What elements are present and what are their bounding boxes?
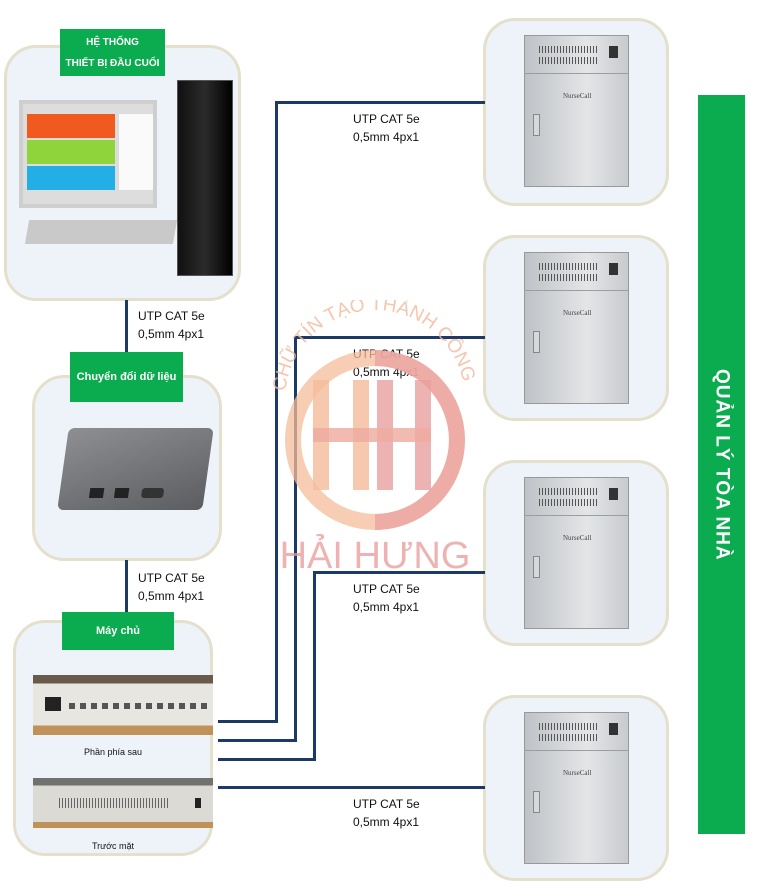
cable-label-1: UTP CAT 5e 0,5mm 4px1 — [138, 307, 205, 343]
server-front-photo — [33, 778, 213, 828]
wire-1-h2 — [275, 101, 485, 104]
cable-spec: 0,5mm 4px1 — [353, 130, 420, 144]
terminal-title-line1: HỆ THỐNG — [86, 36, 139, 48]
cabinet-box-3: NurseCall — [483, 460, 669, 646]
cabinet: NurseCall — [524, 477, 629, 629]
wire-terminal-converter — [125, 300, 128, 354]
cabinet: NurseCall — [524, 35, 629, 187]
wire-2-v — [294, 336, 297, 742]
wire-3-v — [313, 571, 316, 761]
cable-type: UTP CAT 5e — [353, 112, 420, 126]
cabinet-box-2: NurseCall — [483, 235, 669, 421]
cabinet-box-1: NurseCall — [483, 18, 669, 206]
wire-converter-server — [125, 560, 128, 613]
cabinet-brand: NurseCall — [563, 534, 592, 542]
cable-type: UTP CAT 5e — [138, 309, 205, 323]
cabinet-box-4: NurseCall — [483, 695, 669, 881]
cable-spec: 0,5mm 4px1 — [138, 589, 205, 603]
cabinet: NurseCall — [524, 252, 629, 404]
cable-spec: 0,5mm 4px1 — [353, 600, 420, 614]
terminal-title-line2: THIẾT BỊ ĐẦU CUỐI — [65, 57, 160, 69]
wire-2-h2 — [294, 336, 485, 339]
server-rear-photo — [33, 675, 213, 735]
cable-spec: 0,5mm 4px1 — [353, 815, 420, 829]
cable-type: UTP CAT 5e — [353, 797, 420, 811]
monitor — [19, 100, 157, 208]
pc-tower — [177, 80, 233, 276]
server-rear-caption: Phần phía sau — [83, 747, 143, 757]
cable-spec: 0,5mm 4px1 — [353, 365, 420, 379]
building-title: QUẢN LÝ TÒA NHÀ — [711, 368, 733, 561]
converter-box — [32, 375, 222, 561]
cabinet: NurseCall — [524, 712, 629, 864]
wire-1-h1 — [218, 720, 278, 723]
server-front-caption: Trước mặt — [91, 841, 135, 851]
watermark-logo: CHỮ TÍN TẠO THÀNH CÔNG HẢI HƯNG — [269, 300, 479, 577]
wire-3-h1 — [218, 758, 316, 761]
wire-2-h1 — [218, 739, 297, 742]
terminal-title: HỆ THỐNG THIẾT BỊ ĐẦU CUỐI — [60, 29, 165, 76]
cable-type: UTP CAT 5e — [138, 571, 205, 585]
cable-label-4: UTP CAT 5e 0,5mm 4px1 — [353, 345, 420, 381]
terminal-box — [4, 45, 241, 301]
server-box: Phần phía sau Trước mặt — [13, 620, 213, 856]
wire-3-h2 — [313, 571, 485, 574]
wire-1-v — [275, 101, 278, 723]
wire-4 — [218, 786, 485, 789]
keyboard — [24, 220, 178, 244]
cable-label-5: UTP CAT 5e 0,5mm 4px1 — [353, 580, 420, 616]
server-title: Máy chủ — [62, 612, 174, 650]
cable-spec: 0,5mm 4px1 — [138, 327, 205, 341]
cabinet-brand: NurseCall — [563, 92, 592, 100]
cable-label-3: UTP CAT 5e 0,5mm 4px1 — [353, 110, 420, 146]
cable-label-6: UTP CAT 5e 0,5mm 4px1 — [353, 795, 420, 831]
cable-type: UTP CAT 5e — [353, 347, 420, 361]
converter-title: Chuyển đổi dữ liệu — [70, 352, 183, 402]
building-bar: QUẢN LÝ TÒA NHÀ — [698, 95, 745, 834]
cable-label-2: UTP CAT 5e 0,5mm 4px1 — [138, 569, 205, 605]
cabinet-brand: NurseCall — [563, 309, 592, 317]
cable-type: UTP CAT 5e — [353, 582, 420, 596]
converter-device — [57, 428, 214, 510]
cabinet-brand: NurseCall — [563, 769, 592, 777]
